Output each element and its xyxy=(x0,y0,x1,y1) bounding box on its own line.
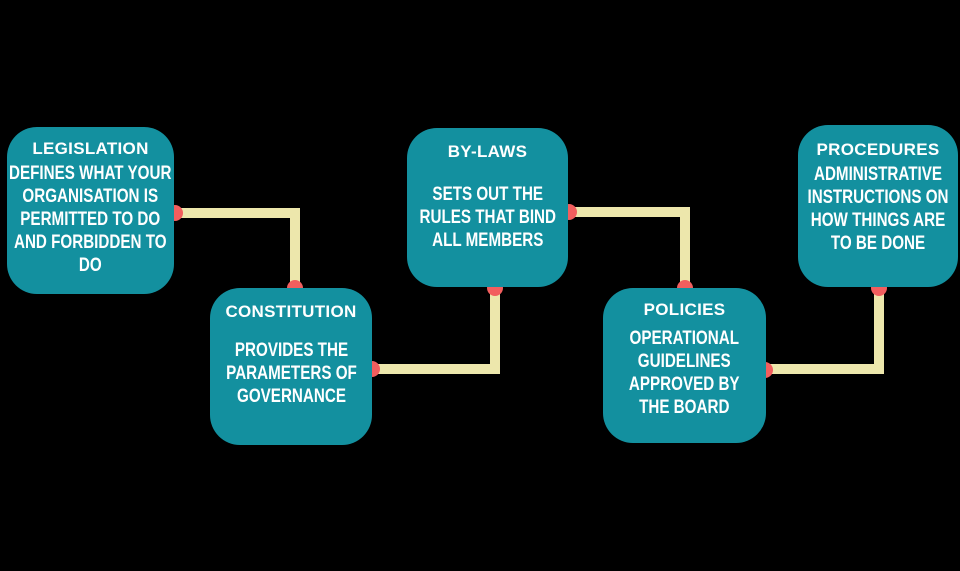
node-constitution-description: PROVIDES THE PARAMETERS OF GOVERNANCE xyxy=(225,340,357,407)
node-procedures: PROCEDURES ADMINISTRATIVE INSTRUCTIONS O… xyxy=(798,125,958,287)
node-bylaws: BY-LAWS SETS OUT THE RULES THAT BIND ALL… xyxy=(407,128,568,287)
connector-legislation-constitution-horizontal xyxy=(175,208,300,218)
node-policies: POLICIES OPERATIONAL GUIDELINES APPROVED… xyxy=(603,288,766,443)
connector-policies-procedures-horizontal xyxy=(766,364,884,374)
node-legislation: LEGISLATION DEFINES WHAT YOUR ORGANISATI… xyxy=(7,127,174,294)
node-legislation-description: DEFINES WHAT YOUR ORGANISATION IS PERMIT… xyxy=(9,163,172,276)
node-constitution-title: CONSTITUTION xyxy=(225,302,357,321)
connector-constitution-bylaws-vertical xyxy=(490,288,500,374)
connector-legislation-constitution-vertical xyxy=(290,208,300,288)
node-bylaws-description: SETS OUT THE RULES THAT BIND ALL MEMBERS xyxy=(419,184,556,251)
connector-bylaws-policies-horizontal xyxy=(568,207,690,217)
node-constitution: CONSTITUTION PROVIDES THE PARAMETERS OF … xyxy=(210,288,372,445)
connector-bylaws-policies-vertical xyxy=(680,207,690,288)
node-legislation-title: LEGISLATION xyxy=(32,139,149,158)
node-bylaws-title: BY-LAWS xyxy=(447,142,528,161)
node-policies-description: OPERATIONAL GUIDELINES APPROVED BY THE B… xyxy=(629,328,740,418)
node-procedures-title: PROCEDURES xyxy=(816,140,940,159)
node-procedures-description: ADMINISTRATIVE INSTRUCTIONS ON HOW THING… xyxy=(807,164,949,254)
connector-policies-procedures-vertical xyxy=(874,288,884,374)
node-policies-title: POLICIES xyxy=(643,300,726,319)
connector-constitution-bylaws-horizontal xyxy=(372,364,497,374)
